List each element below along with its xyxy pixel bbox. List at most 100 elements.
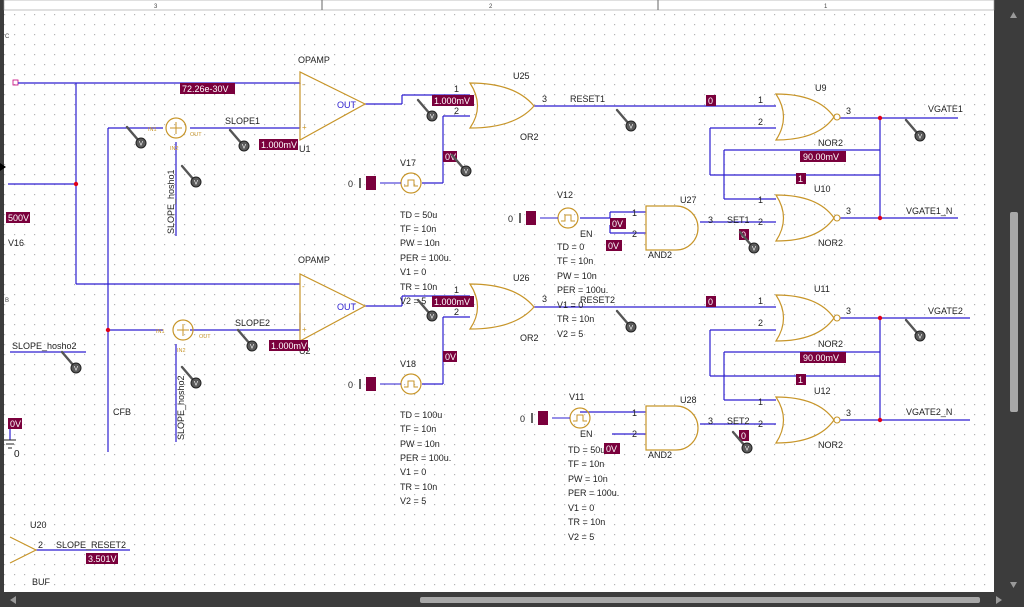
svg-text:V2 = 5: V2 = 5 <box>568 532 594 542</box>
gate-pin: 2 <box>632 229 637 239</box>
opamp-out: OUT <box>337 100 357 110</box>
v11-params: TD = 50u TF = 10n PW = 10n PER = 100u. V… <box>568 445 619 542</box>
svg-text:V1 = 0: V1 = 0 <box>400 467 426 477</box>
probe-value: 0 <box>708 297 713 307</box>
net-reset1: RESET1 <box>570 94 605 104</box>
ruler-label-3: 3 <box>154 4 158 10</box>
opamp-label: OPAMP <box>298 255 330 265</box>
probe-value: 90.00mV <box>803 353 839 363</box>
ruler-side-b: B <box>5 298 9 304</box>
scroll-up-icon[interactable] <box>1010 12 1017 18</box>
gate-pin: 3 <box>846 206 851 216</box>
junction-dots <box>73 115 883 423</box>
svg-text:TF = 10n: TF = 10n <box>557 256 593 266</box>
svg-text:+: + <box>302 325 307 334</box>
probe-value: 0 <box>741 431 746 441</box>
probe-value: 1 <box>798 174 803 184</box>
gate-pin: 1 <box>758 296 763 306</box>
source-refdes-v16: V16 <box>8 238 24 248</box>
nor-gate-u11[interactable]: U11 NOR2 1 2 3 <box>758 284 851 349</box>
nor-gate-u12[interactable]: U12 NOR2 1 2 3 <box>758 386 851 450</box>
net-en1: EN <box>580 229 593 239</box>
gate-refdes: U11 <box>814 284 830 294</box>
probe-value: 500V <box>8 213 29 223</box>
svg-text:TR = 10n: TR = 10n <box>568 517 605 527</box>
svg-text:0: 0 <box>14 449 20 460</box>
gate-refdes: U27 <box>680 195 697 205</box>
ground-label: 0 <box>348 179 353 189</box>
vertical-scroll-thumb[interactable] <box>1010 212 1018 412</box>
gate-pin: 1 <box>454 84 459 94</box>
buffer-pin: 2 <box>38 540 43 550</box>
svg-text:PER = 100u.: PER = 100u. <box>400 253 451 263</box>
top-ruler <box>3 0 995 11</box>
net-slope2: SLOPE2 <box>235 318 270 328</box>
buffer-refdes: U20 <box>30 520 47 530</box>
ground-label: 0 <box>348 380 353 390</box>
or-gate-u26[interactable]: U26 OR2 1 2 3 <box>454 273 547 343</box>
gate-refdes: U12 <box>814 386 831 396</box>
buffer-u20[interactable]: U20 BUF 2 <box>9 520 51 587</box>
scroll-down-icon[interactable] <box>1010 582 1017 588</box>
summer-pin-out: OUT <box>199 334 211 340</box>
ruler-side-c: C <box>5 34 10 40</box>
probe-value: 0V <box>10 419 21 429</box>
gate-refdes: U10 <box>814 184 831 194</box>
svg-text:TD = 50u: TD = 50u <box>400 210 437 220</box>
and-gate-u27[interactable]: U27 AND2 1 2 3 <box>632 195 713 260</box>
scroll-right-icon[interactable] <box>996 596 1002 604</box>
or-gate-u25[interactable]: U25 OR2 1 2 3 <box>454 71 547 142</box>
and-gate-u28[interactable]: U28 AND2 1 2 3 <box>632 395 713 460</box>
summer-pin-in1: IN1 <box>156 329 165 335</box>
net-reset2: RESET2 <box>580 295 615 305</box>
svg-text:TD = 0: TD = 0 <box>557 242 584 252</box>
probe-value: 1.000mV <box>271 341 307 351</box>
grid-dots <box>4 10 994 592</box>
pulse-source-icon[interactable]: V18 0 <box>348 359 422 395</box>
summer-pin-in2: IN2 <box>177 348 186 354</box>
probe-value: 72.26e-30V <box>182 84 229 94</box>
pulse-source-icon[interactable]: V11 0 <box>520 392 591 429</box>
ground-label: 0 <box>520 414 525 424</box>
svg-text:PER = 100u.: PER = 100u. <box>400 453 451 463</box>
scroll-left-icon[interactable] <box>10 596 16 604</box>
net-set1: SET1 <box>727 215 750 225</box>
summer-2[interactable]: IN1 IN2 OUT <box>156 319 211 354</box>
gate-pin: 2 <box>454 106 459 116</box>
net-cfb: CFB <box>113 407 131 417</box>
v18-params: TD = 100u TF = 10n PW = 10n PER = 100u. … <box>400 410 451 506</box>
horizontal-scroll-thumb[interactable] <box>420 597 980 603</box>
probe-value: 0 <box>708 96 713 106</box>
ruler-label-1: 1 <box>824 4 828 10</box>
gate-pin: 2 <box>758 217 763 227</box>
nor-gate-u10[interactable]: U10 NOR2 1 2 3 <box>758 184 851 248</box>
probe-value: 3.501V <box>88 554 117 564</box>
gate-pin: 1 <box>632 408 637 418</box>
ground-icon: 0 <box>4 439 20 460</box>
pulse-source-icon[interactable]: V12 0 <box>508 190 579 229</box>
gate-type: AND2 <box>648 250 672 260</box>
summer-1[interactable]: IN1 IN2 OUT <box>148 117 202 152</box>
summer-pin-in1: IN1 <box>148 127 157 133</box>
svg-text:V1 = 0: V1 = 0 <box>557 300 583 310</box>
gate-pin: 2 <box>758 419 763 429</box>
gate-pin: 3 <box>708 215 713 225</box>
nor-gate-u9[interactable]: U9 NOR2 1 2 3 <box>758 83 851 148</box>
net-vgate2-n: VGATE2_N <box>906 407 952 417</box>
pulse-source-icon[interactable]: V17 0 <box>348 158 422 194</box>
probe-value: 0V <box>445 152 456 162</box>
gate-pin: 1 <box>758 95 763 105</box>
gate-pin: 2 <box>454 307 459 317</box>
summer-pin-out: OUT <box>190 132 202 138</box>
svg-text:-: - <box>302 282 305 291</box>
svg-text:+: + <box>302 123 307 132</box>
source-refdes: V11 <box>569 392 584 402</box>
opamp-u1[interactable]: - + OPAMP OUT U1 <box>298 55 367 154</box>
gate-type: OR2 <box>520 132 539 142</box>
gate-refdes: U28 <box>680 395 697 405</box>
probe-value: 1.000mV <box>261 140 297 150</box>
gate-pin: 3 <box>708 416 713 426</box>
gate-pin: 3 <box>846 408 851 418</box>
svg-text:TF = 10n: TF = 10n <box>400 424 436 434</box>
